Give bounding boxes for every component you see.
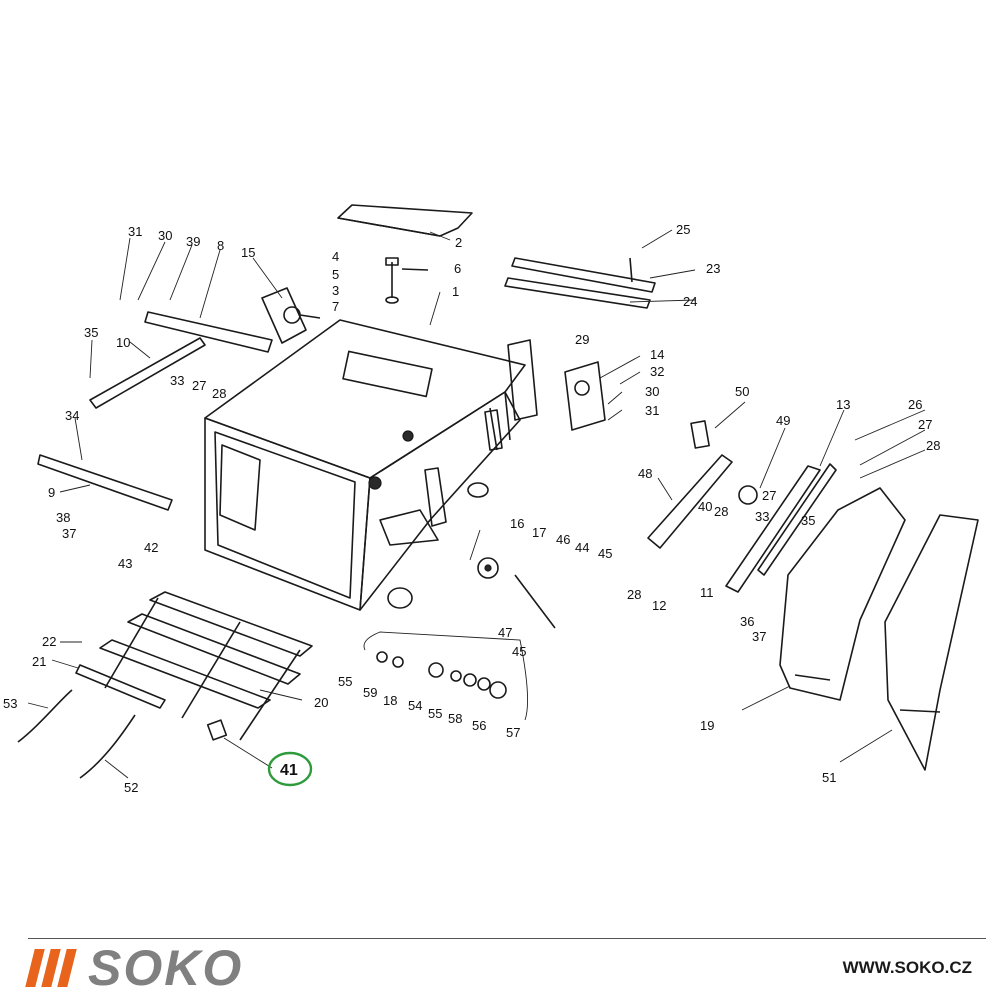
part-label[interactable]: 15 xyxy=(241,245,255,260)
part-label[interactable]: 31 xyxy=(128,224,142,239)
part-label[interactable]: 58 xyxy=(448,711,462,726)
website-link[interactable]: WWW.SOKO.CZ xyxy=(842,958,972,977)
part-label[interactable]: 27 xyxy=(918,417,932,432)
part-label[interactable]: 3 xyxy=(332,283,339,298)
part-label[interactable]: 52 xyxy=(124,780,138,795)
part-labels: 31 30 39 8 15 2 25 4 6 5 3 7 1 23 24 35 … xyxy=(3,222,940,795)
part-label[interactable]: 42 xyxy=(144,540,158,555)
part-label[interactable]: 12 xyxy=(652,598,666,613)
part-label[interactable]: 28 xyxy=(714,504,728,519)
exploded-drawing xyxy=(17,204,979,779)
part-label[interactable]: 32 xyxy=(650,364,664,379)
part-label[interactable]: 17 xyxy=(532,525,546,540)
part-label[interactable]: 21 xyxy=(32,654,46,669)
part-label[interactable]: 34 xyxy=(65,408,79,423)
part-label[interactable]: 13 xyxy=(836,397,850,412)
part-label[interactable]: 23 xyxy=(706,261,720,276)
part-label[interactable]: 31 xyxy=(645,403,659,418)
part-label[interactable]: 59 xyxy=(363,685,377,700)
part-label[interactable]: 38 xyxy=(56,510,70,525)
part-label[interactable]: 54 xyxy=(408,698,422,713)
part-label[interactable]: 47 xyxy=(498,625,512,640)
part-label[interactable]: 25 xyxy=(676,222,690,237)
part-label[interactable]: 28 xyxy=(926,438,940,453)
part-label[interactable]: 10 xyxy=(116,335,130,350)
logo-bar-icon xyxy=(57,949,77,987)
part-label[interactable]: 48 xyxy=(638,466,652,481)
part-label[interactable]: 24 xyxy=(683,294,697,309)
part-label[interactable]: 35 xyxy=(84,325,98,340)
footer-divider xyxy=(28,938,986,939)
highlighted-part-callout[interactable]: 41 xyxy=(267,751,313,787)
parts-diagram: 31 30 39 8 15 2 25 4 6 5 3 7 1 23 24 35 … xyxy=(3,204,979,795)
part-label[interactable]: 33 xyxy=(755,509,769,524)
part-label[interactable]: 18 xyxy=(383,693,397,708)
part-label[interactable]: 49 xyxy=(776,413,790,428)
part-label[interactable]: 50 xyxy=(735,384,749,399)
brand-name: SOKO xyxy=(88,940,244,996)
part-label[interactable]: 45 xyxy=(512,644,526,659)
part-label[interactable]: 39 xyxy=(186,234,200,249)
part-label[interactable]: 57 xyxy=(506,725,520,740)
part-label[interactable]: 1 xyxy=(452,284,459,299)
part-label[interactable]: 2 xyxy=(455,235,462,250)
part-label[interactable]: 20 xyxy=(314,695,328,710)
part-label[interactable]: 11 xyxy=(700,585,714,600)
part-label[interactable]: 16 xyxy=(510,516,524,531)
part-label[interactable]: 4 xyxy=(332,249,339,264)
part-label[interactable]: 37 xyxy=(62,526,76,541)
part-label[interactable]: 51 xyxy=(822,770,836,785)
part-label[interactable]: 37 xyxy=(752,629,766,644)
leader-lines xyxy=(27,229,926,779)
part-label[interactable]: 53 xyxy=(3,696,17,711)
part-label[interactable]: 44 xyxy=(575,540,589,555)
part-label[interactable]: 30 xyxy=(158,228,172,243)
part-label[interactable]: 29 xyxy=(575,332,589,347)
part-label[interactable]: 33 xyxy=(170,373,184,388)
part-label[interactable]: 9 xyxy=(48,485,55,500)
highlighted-part-label: 41 xyxy=(280,762,298,779)
part-label[interactable]: 55 xyxy=(338,674,352,689)
part-label[interactable]: 19 xyxy=(700,718,714,733)
part-label[interactable]: 28 xyxy=(627,587,641,602)
part-label[interactable]: 26 xyxy=(908,397,922,412)
part-label[interactable]: 27 xyxy=(762,488,776,503)
part-label[interactable]: 8 xyxy=(217,238,224,253)
part-label[interactable]: 14 xyxy=(650,347,664,362)
part-label[interactable]: 55 xyxy=(428,706,442,721)
part-label[interactable]: 27 xyxy=(192,378,206,393)
part-label[interactable]: 46 xyxy=(556,532,570,547)
part-label[interactable]: 35 xyxy=(801,513,815,528)
part-label[interactable]: 28 xyxy=(212,386,226,401)
part-label[interactable]: 6 xyxy=(454,261,461,276)
part-label[interactable]: 43 xyxy=(118,556,132,571)
part-label[interactable]: 45 xyxy=(598,546,612,561)
part-label[interactable]: 7 xyxy=(332,299,339,314)
brand-logo[interactable]: SOKO xyxy=(25,940,244,996)
part-label[interactable]: 36 xyxy=(740,614,754,629)
part-label[interactable]: 56 xyxy=(472,718,486,733)
part-label[interactable]: 22 xyxy=(42,634,56,649)
part-label[interactable]: 5 xyxy=(332,267,339,282)
part-label[interactable]: 30 xyxy=(645,384,659,399)
part-label[interactable]: 40 xyxy=(698,499,712,514)
